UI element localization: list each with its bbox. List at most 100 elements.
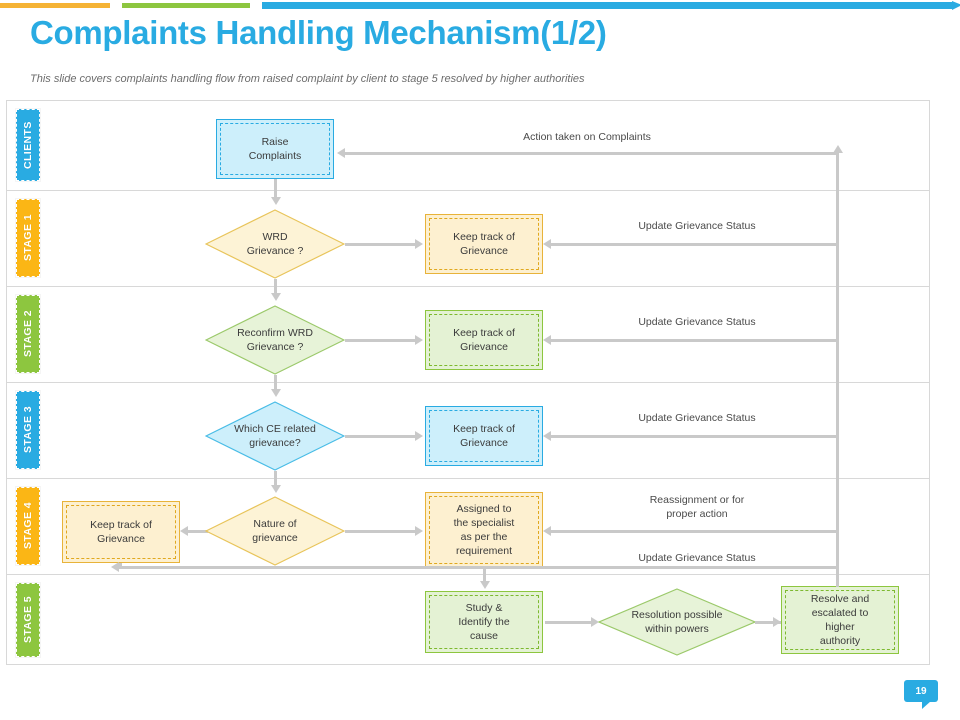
node-keep-track-4[interactable]: Keep track of Grievance — [62, 501, 180, 563]
lane-stage1: STAGE 1 WRD Grievance ? Keep track of Gr… — [7, 191, 929, 289]
lane-stage3: STAGE 3 Which CE related grievance? Keep… — [7, 383, 929, 481]
arrowhead-wrd-to-track — [415, 239, 423, 249]
edge-label-reassignment: Reassignment or for proper action — [649, 494, 745, 521]
connector-update-status-1 — [551, 243, 838, 246]
arrowhead-nature-to-assigned — [415, 526, 423, 536]
diamond-shape — [205, 496, 345, 566]
lane-label-stage2: STAGE 2 — [15, 294, 41, 374]
lane-label-stage4: STAGE 4 — [15, 486, 41, 566]
connector-stage4-to-stage5 — [483, 568, 486, 577]
node-keep-track-3[interactable]: Keep track of Grievance — [425, 406, 543, 466]
connector-stage1-to-stage2 — [274, 279, 277, 289]
lane-stage5: STAGE 5 Study & Identify the cause Resol… — [7, 575, 929, 666]
connector-right-trunk-clients — [836, 153, 839, 191]
edge-label-update-status-3: Update Grievance Status — [638, 412, 756, 424]
diamond-shape — [205, 305, 345, 375]
node-keep-track-1[interactable]: Keep track of Grievance — [425, 214, 543, 274]
node-study-identify[interactable]: Study & Identify the cause — [425, 591, 543, 653]
arrowhead-update-status-2 — [543, 335, 551, 345]
connector-ce-to-track — [345, 435, 417, 438]
edge-label-update-status-4: Update Grievance Status — [638, 552, 756, 564]
lane-clients: CLIENTS Raise Complaints Action taken on… — [7, 101, 929, 193]
lane-stage4: STAGE 4 Keep track of Grievance Nature o… — [7, 479, 929, 577]
arrowhead-in-stage4 — [271, 485, 281, 493]
arrowhead-ce-to-track — [415, 431, 423, 441]
edge-label-action-taken: Action taken on Complaints — [523, 131, 651, 143]
arrowhead-resolution-to-resolve — [773, 617, 781, 627]
connector-nature-to-assigned — [345, 530, 417, 533]
node-keep-track-2-label: Keep track of Grievance — [429, 314, 539, 366]
arrowhead-update-status-3 — [543, 431, 551, 441]
page-number-badge: 19 — [904, 680, 938, 709]
page-title: Complaints Handling Mechanism(1/2) — [30, 14, 607, 51]
connector-right-trunk-stage5 — [836, 575, 839, 587]
accent-bar-green — [122, 3, 250, 8]
accent-bar-blue — [262, 1, 960, 10]
node-assigned-specialist-label: Assigned to the specialist as per the re… — [429, 496, 539, 564]
node-keep-track-1-label: Keep track of Grievance — [429, 218, 539, 270]
connector-reconfirm-to-track — [345, 339, 417, 342]
connector-study-to-resolution — [545, 621, 593, 624]
edge-label-update-status-1: Update Grievance Status — [638, 220, 756, 232]
arrowhead-study-to-resolution — [591, 617, 599, 627]
lane-label-stage3: STAGE 3 — [15, 390, 41, 470]
lane-label-stage5: STAGE 5 — [15, 582, 41, 658]
node-nature-of-grievance-label: Nature of grievance — [252, 517, 298, 544]
connector-wrd-to-track — [345, 243, 417, 246]
connector-in-stage3 — [274, 383, 277, 391]
connector-nature-to-track4 — [188, 530, 208, 533]
arrowhead-update-status-1 — [543, 239, 551, 249]
arrowhead-right-trunk — [833, 145, 843, 153]
arrowhead-in-stage5 — [480, 581, 490, 589]
connector-right-trunk-stage2 — [836, 287, 839, 383]
node-which-ce[interactable]: Which CE related grievance? — [205, 401, 345, 471]
node-wrd-grievance[interactable]: WRD Grievance ? — [205, 209, 345, 279]
connector-action-taken — [345, 152, 838, 155]
connector-in-stage4 — [274, 479, 277, 487]
arrowhead-update-status-4 — [111, 562, 119, 572]
node-keep-track-2[interactable]: Keep track of Grievance — [425, 310, 543, 370]
node-keep-track-3-label: Keep track of Grievance — [429, 410, 539, 462]
connector-right-trunk-stage3 — [836, 383, 839, 479]
connector-update-status-2 — [551, 339, 838, 342]
arrowhead-in-stage2 — [271, 293, 281, 301]
connector-update-status-4-line — [119, 566, 838, 569]
node-resolve-escalated-label: Resolve and escalated to higher authorit… — [785, 590, 895, 650]
connector-update-status-3 — [551, 435, 838, 438]
connector-stage2-to-stage3 — [274, 375, 277, 385]
arrowhead-reconfirm-to-track — [415, 335, 423, 345]
page-subtitle: This slide covers complaints handling fl… — [30, 73, 585, 85]
arrowhead-in-stage3 — [271, 389, 281, 397]
connector-reassignment — [551, 530, 838, 533]
node-raise-complaints[interactable]: Raise Complaints — [216, 119, 334, 179]
arrowhead-action-taken — [337, 148, 345, 158]
connector-stage3-to-stage4 — [274, 471, 277, 481]
connector-in-stage5 — [483, 575, 486, 583]
lane-label-clients: CLIENTS — [15, 108, 41, 182]
connector-resolution-to-resolve — [755, 621, 781, 624]
decorative-top-bars — [0, 0, 960, 10]
connector-track4-riser — [119, 563, 122, 567]
connector-right-trunk-stage4 — [836, 479, 839, 575]
arrowhead-nature-to-track4 — [180, 526, 188, 536]
swimlane-diagram: CLIENTS Raise Complaints Action taken on… — [6, 100, 930, 665]
accent-bar-amber — [0, 3, 110, 8]
node-wrd-grievance-label: WRD Grievance ? — [246, 230, 304, 257]
node-which-ce-label: Which CE related grievance? — [234, 422, 316, 449]
lane-stage2: STAGE 2 Reconfirm WRD Grievance ? Keep t… — [7, 287, 929, 385]
diamond-shape — [598, 588, 756, 656]
lane-label-stage1: STAGE 1 — [15, 198, 41, 278]
diamond-shape — [205, 209, 345, 279]
page-number-value: 19 — [915, 685, 927, 697]
node-resolve-escalated[interactable]: Resolve and escalated to higher authorit… — [781, 586, 899, 654]
connector-raise-to-stage1 — [274, 179, 277, 193]
node-raise-complaints-label: Raise Complaints — [220, 123, 330, 175]
arrowhead-in-stage1 — [271, 197, 281, 205]
node-nature-of-grievance[interactable]: Nature of grievance — [205, 496, 345, 566]
diamond-shape — [205, 401, 345, 471]
node-reconfirm-wrd[interactable]: Reconfirm WRD Grievance ? — [205, 305, 345, 375]
node-study-identify-label: Study & Identify the cause — [429, 595, 539, 649]
node-assigned-specialist[interactable]: Assigned to the specialist as per the re… — [425, 492, 543, 568]
node-resolution-possible[interactable]: Resolution possible within powers — [598, 588, 756, 656]
